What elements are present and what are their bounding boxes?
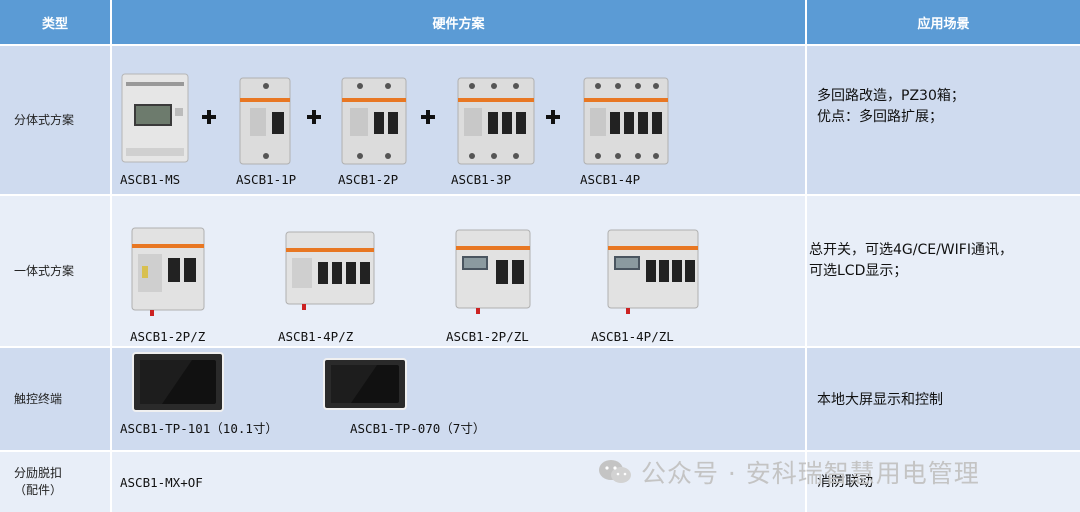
row2-scene: 总开关，可选4G/CE/WIFI通讯， 可选LCD显示；: [807, 196, 1080, 346]
plus-icon: [546, 110, 560, 124]
row4-type: 分励脱扣 （配件）: [0, 452, 110, 512]
touch-terminal-101-image: [132, 352, 224, 412]
breaker-2p-image: [341, 77, 407, 165]
row1-scene: 多回路改造，PZ30箱； 优点：多回路扩展；: [807, 46, 1080, 194]
product-label: ASCB1-TP-070（7寸）: [350, 421, 486, 436]
row3-type: 触控终端: [0, 348, 110, 450]
row2-type: 一体式方案: [0, 196, 110, 346]
row4-type-line1: 分励脱扣: [14, 466, 63, 480]
row1-type: 分体式方案: [0, 46, 110, 194]
product-label: ASCB1-TP-101（10.1寸）: [120, 421, 278, 436]
row4-hardware: [112, 452, 805, 512]
row3-scene-line1: 本地大屏显示和控制: [817, 392, 943, 408]
breaker-2pz-image: [131, 227, 205, 316]
header-type: 类型: [0, 0, 110, 44]
product-label: ASCB1-MX+OF: [120, 475, 203, 490]
header-hardware: 硬件方案: [112, 0, 805, 44]
row1-scene-line1: 多回路改造，PZ30箱；: [817, 88, 965, 104]
breaker-2pzl-image: [455, 229, 531, 314]
row4-type-line2: （配件）: [14, 483, 63, 497]
product-label: ASCB1-3P: [451, 172, 512, 187]
header-scene: 应用场景: [807, 0, 1080, 44]
plus-icon: [307, 110, 321, 124]
product-label: ASCB1-1P: [236, 172, 297, 187]
meter-ms-image: [121, 73, 189, 163]
row3-scene: 本地大屏显示和控制: [807, 348, 1080, 450]
breaker-4p-image: [583, 77, 669, 165]
wechat-icon: [599, 460, 631, 483]
product-label: ASCB1-MS: [120, 172, 181, 187]
breaker-3p-image: [457, 77, 535, 165]
breaker-4pzl-image: [607, 229, 699, 314]
breaker-4pz-image: [285, 231, 375, 310]
plus-icon: [421, 110, 435, 124]
watermark-text: 公众号 · 安科瑞智慧用电管理: [640, 459, 980, 488]
row4-scene-line1: 消防联动: [817, 474, 873, 490]
product-label: ASCB1-2P/Z: [130, 329, 206, 344]
row2-scene-line1: 总开关，可选4G/CE/WIFI通讯，: [809, 242, 1013, 258]
watermark: 公众号 · 安科瑞智慧用电管理: [598, 454, 980, 490]
row2-scene-line2: 可选LCD显示；: [809, 263, 908, 279]
product-label: ASCB1-2P/ZL: [446, 329, 529, 344]
product-label: ASCB1-2P: [338, 172, 399, 187]
plus-icon: [202, 110, 216, 124]
row4-scene: 消防联动: [807, 452, 1080, 512]
product-label: ASCB1-4P: [580, 172, 641, 187]
touch-terminal-070-image: [323, 358, 407, 410]
product-label: ASCB1-4P/ZL: [591, 329, 674, 344]
row1-scene-line2: 优点：多回路扩展；: [817, 109, 943, 125]
product-label: ASCB1-4P/Z: [278, 329, 354, 344]
row3-hardware: [112, 348, 805, 450]
breaker-1p-image: [239, 77, 291, 165]
